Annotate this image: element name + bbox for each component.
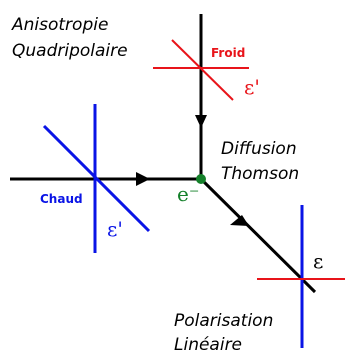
polarisation-line2: Linéaire <box>174 335 242 352</box>
electron-dot <box>196 174 206 184</box>
epsilon-prime-top-label: ε' <box>244 75 260 99</box>
epsilon-prime-left-label: ε' <box>107 217 123 241</box>
epsilon-label: ε <box>313 249 323 273</box>
diffusion-line1: Diffusion <box>221 139 297 159</box>
froid-label: Froid <box>211 46 245 60</box>
photon-paths <box>10 14 317 294</box>
title-line1: Anisotropie <box>11 15 108 35</box>
scattered-photon <box>199 177 317 294</box>
chaud-label: Chaud <box>40 192 83 206</box>
arrow-diagonal <box>230 215 249 226</box>
diffusion-line2: Thomson <box>221 164 299 184</box>
polarisation-line1: Polarisation <box>174 311 273 331</box>
froid-diagonal-axis <box>171 39 234 101</box>
direction-arrows <box>136 115 249 226</box>
arrow-right <box>136 172 150 186</box>
chaud-polarization-cross <box>42 104 151 253</box>
chaud-diagonal-axis <box>42 124 151 233</box>
froid-polarization-cross <box>153 39 249 101</box>
title-line2: Quadripolaire <box>12 41 128 61</box>
arrow-down <box>195 115 207 128</box>
electron-label: e⁻ <box>177 182 199 206</box>
